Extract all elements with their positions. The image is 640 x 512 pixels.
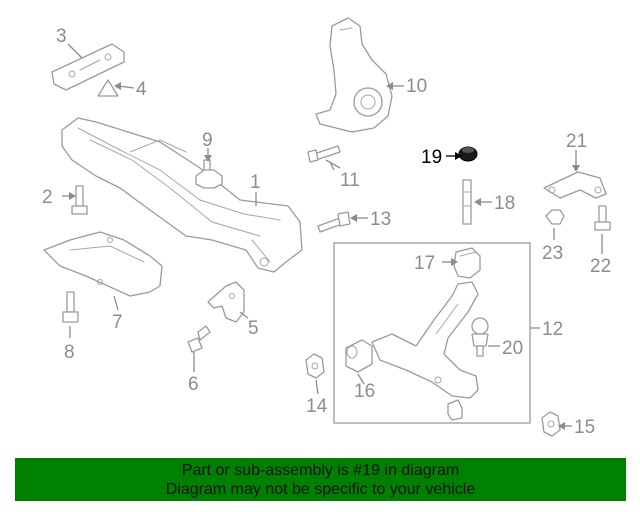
callout-3: 3: [56, 26, 67, 47]
callout-2: 2: [42, 187, 53, 208]
callout-23: 23: [542, 243, 563, 264]
arm-bushing: [447, 399, 463, 421]
callout-21: 21: [566, 131, 587, 152]
callout-17: 17: [414, 253, 435, 274]
callout-11: 11: [340, 170, 360, 191]
part-23-nut: [545, 209, 565, 225]
part-1-crossmember: [61, 117, 303, 273]
part-15-nut: [541, 411, 561, 437]
callout-8: 8: [64, 342, 75, 363]
callout-14: 14: [306, 396, 328, 417]
part-22-bolt: [594, 205, 611, 231]
callout-19: 19: [421, 147, 442, 168]
lower-control-arm: [371, 281, 479, 399]
callout-22: 22: [590, 256, 611, 277]
callout-7: 7: [112, 312, 123, 333]
banner-line-1: Part or sub-assembly is #19 in diagram: [181, 462, 460, 479]
callout-16: 16: [354, 381, 375, 402]
part-21-bracket: [543, 171, 607, 199]
part-8-bolt: [62, 291, 79, 323]
callout-6: 6: [188, 374, 199, 395]
assembly-12-frame: [333, 242, 531, 424]
part-2-bolt: [71, 185, 88, 215]
banner-line-2: Diagram may not be specific to your vehi…: [165, 481, 476, 498]
part-20-ball-joint: [471, 317, 489, 357]
part-17-bushing: [453, 247, 481, 279]
callout-13: 13: [370, 209, 391, 230]
info-banner: Part or sub-assembly is #19 in diagram D…: [15, 458, 626, 501]
callout-4: 4: [136, 79, 147, 100]
callout-18: 18: [494, 193, 515, 214]
part-10-knuckle: [315, 17, 393, 133]
callout-15: 15: [574, 417, 595, 438]
callout-5: 5: [248, 318, 259, 339]
part-5-bracket: [207, 281, 245, 323]
part-11-bolt: [307, 145, 341, 163]
part-6-bolt: [187, 325, 211, 353]
callout-1: 1: [250, 172, 261, 193]
part-18-stud: [462, 179, 472, 225]
part-7-skid-plate: [43, 231, 163, 297]
callout-12: 12: [542, 319, 563, 340]
part-4-nut: [97, 79, 119, 97]
part-13-bolt: [317, 211, 351, 233]
part-14-nut: [305, 353, 325, 379]
parts-diagram: 3 4 10 9 19 21 1 11 2 18 13 23 17 22 7 5…: [42, 17, 611, 438]
callout-10: 10: [406, 76, 427, 97]
part-19-bushing: [458, 146, 478, 162]
part-9-bolt: [195, 159, 223, 189]
callout-9: 9: [202, 130, 213, 151]
part-16-bushing: [345, 339, 373, 373]
callout-20: 20: [502, 338, 523, 359]
part-3-bracket: [51, 43, 125, 91]
